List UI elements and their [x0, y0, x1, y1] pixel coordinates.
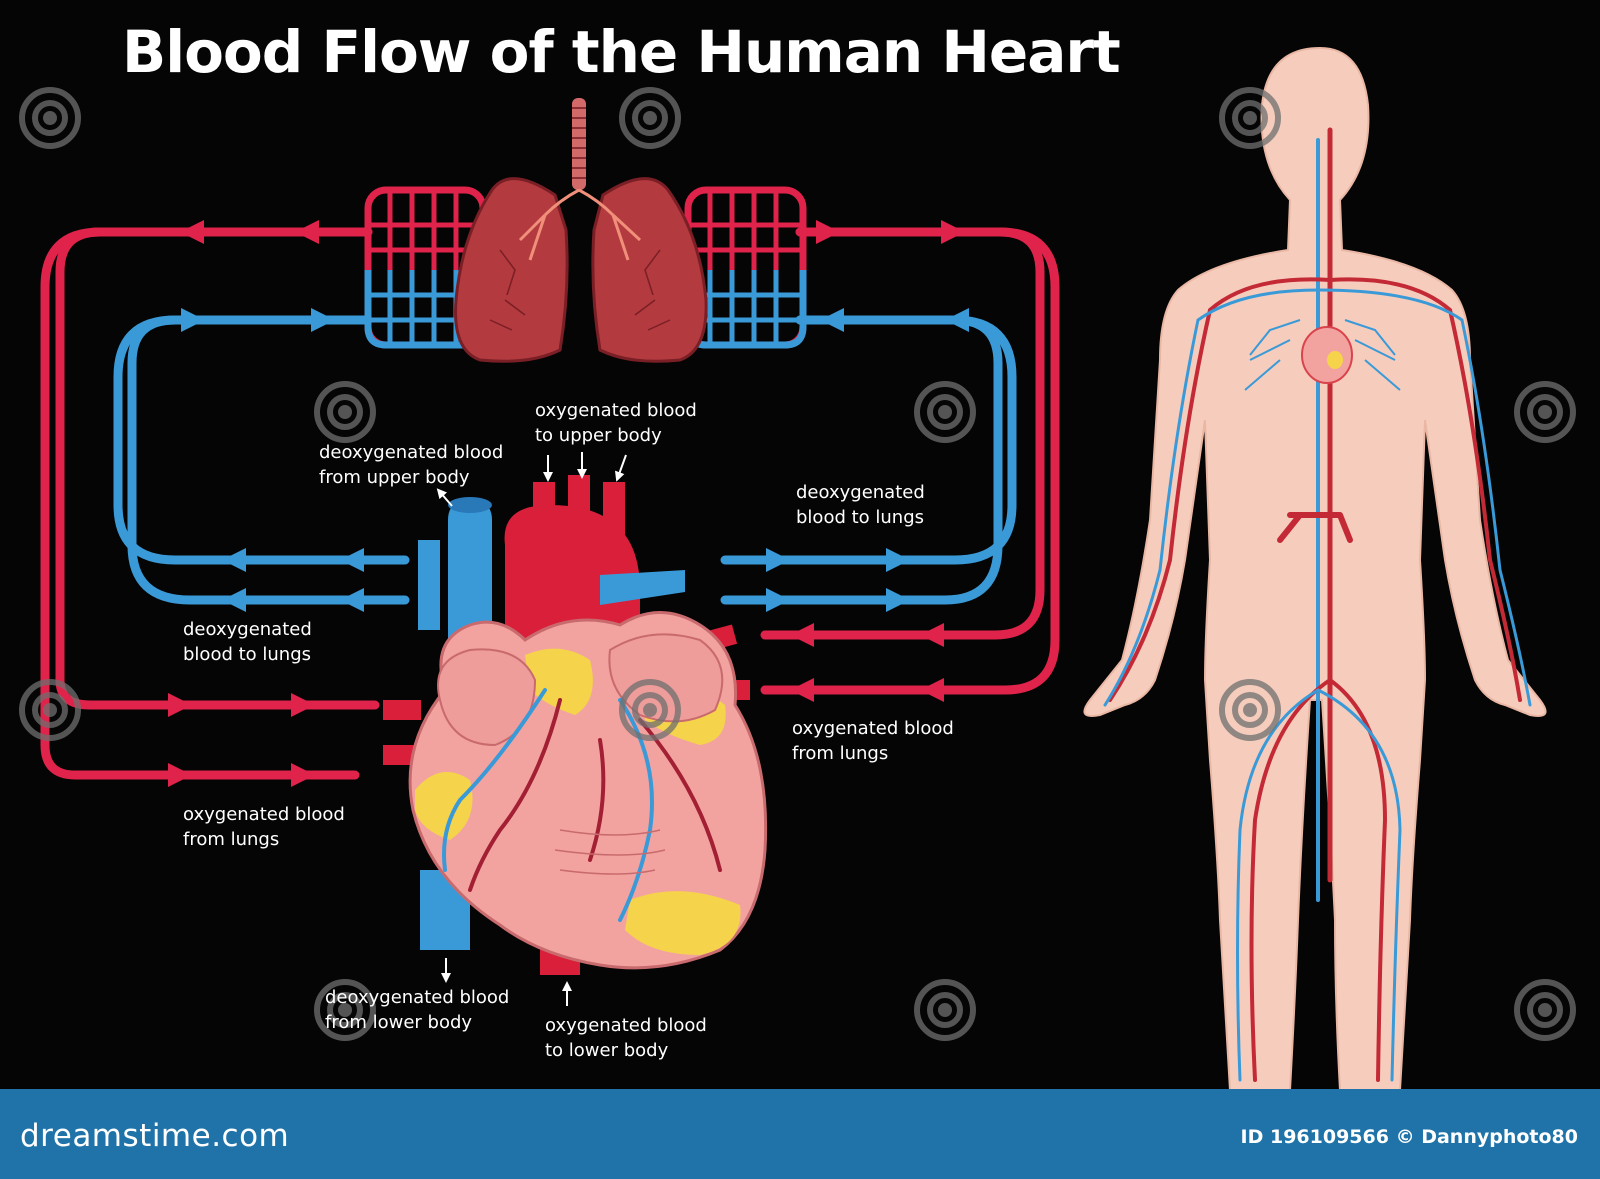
- circulation-diagram: [19, 46, 1576, 1090]
- label-deoxygenated-lower-body: deoxygenated blood from lower body: [325, 987, 510, 1033]
- red-arrowheads: [168, 220, 965, 787]
- diagram-title: Blood Flow of the Human Heart: [122, 18, 1121, 86]
- watermark-footer-bar: [0, 1089, 1600, 1179]
- image-credit: ID 196109566 © Dannyphoto80: [1240, 1126, 1578, 1148]
- heart-illustration: [383, 475, 768, 975]
- label-deoxygenated-to-lungs-left: deoxygenated blood to lungs: [183, 619, 312, 665]
- watermark-brand: dreamstime.com: [20, 1118, 290, 1154]
- label-deoxygenated-upper-body: deoxygenated blood from upper body: [319, 442, 504, 488]
- label-oxygenated-from-lungs-left: oxygenated blood from lungs: [183, 804, 345, 850]
- label-oxygenated-from-lungs-right: oxygenated blood from lungs: [792, 718, 954, 764]
- blue-loop: [113, 315, 1017, 605]
- blue-arrowheads: [181, 308, 969, 612]
- human-body-figure: [1083, 46, 1547, 1090]
- label-oxygenated-upper-body: oxygenated blood to upper body: [535, 400, 697, 446]
- watermark-logos: [19, 87, 1576, 1041]
- label-deoxygenated-to-lungs-right: deoxygenated blood to lungs: [796, 482, 925, 528]
- pointer-arrows: [436, 452, 627, 1006]
- lungs-illustration: [454, 98, 708, 363]
- label-oxygenated-lower-body: oxygenated blood to lower body: [545, 1015, 707, 1061]
